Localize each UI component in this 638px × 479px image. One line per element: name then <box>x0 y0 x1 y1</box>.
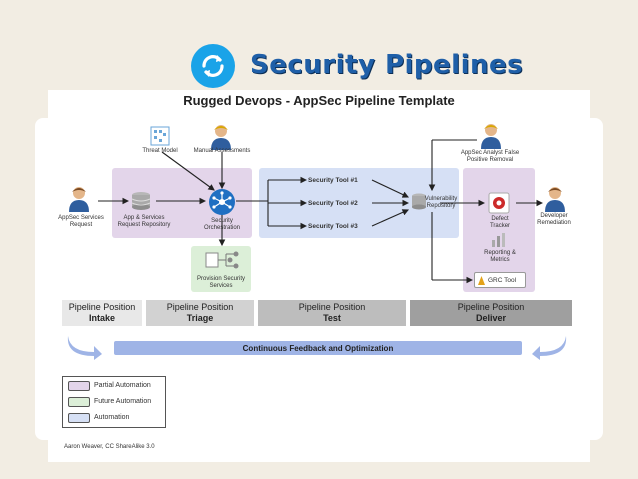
grc-icon <box>478 276 485 285</box>
analyst-label: AppSec Analyst False Positive Removal <box>460 150 520 163</box>
position-intake: Pipeline Position Intake <box>62 300 142 326</box>
defect-tracker-label: Defect Tracker <box>489 216 511 229</box>
appsec-request-label: AppSec Services Request <box>58 215 104 228</box>
reporting-chart-icon <box>492 233 505 247</box>
assessor-person-icon <box>211 125 231 150</box>
credit-text: Aaron Weaver, CC ShareAlike 3.0 <box>64 444 155 450</box>
feedback-bar <box>114 341 522 355</box>
orchestration-hub-icon <box>209 189 235 215</box>
security-orchestration-label: Security Orchestration <box>203 218 240 231</box>
provision-label: Provision Security Services <box>196 276 246 289</box>
developer-label: Developer Remediation <box>537 213 571 226</box>
defect-tracker-icon <box>488 192 510 214</box>
legend-partial-label: Partial Automation <box>94 382 151 389</box>
position-test: Pipeline Position Test <box>258 300 406 326</box>
analyst-person-icon <box>481 124 501 149</box>
position-deliver: Pipeline Position Deliver <box>410 300 572 326</box>
future-automation-zone-provision <box>191 246 251 292</box>
legend-automation-label: Automation <box>94 414 130 421</box>
sync-icon <box>191 44 235 88</box>
feedback-arrow-left-icon <box>67 336 102 360</box>
grc-tool-label: GRC Tool <box>488 277 517 284</box>
vulnerability-repo-label: Vulnerability Repository <box>424 196 458 209</box>
security-tool-3-label: Security Tool #3 <box>308 223 358 230</box>
grc-box <box>474 272 526 288</box>
reporting-label: Reporting & Metrics <box>484 250 516 263</box>
threat-model-label: Threat Model <box>142 148 178 154</box>
security-tool-1-label: Security Tool #1 <box>308 177 358 184</box>
diagram-title: Rugged Devops - AppSec Pipeline Template <box>183 93 455 108</box>
threat-model-icon <box>150 126 170 146</box>
legend-future-label: Future Automation <box>94 398 152 405</box>
security-tool-2-label: Security Tool #2 <box>308 200 358 207</box>
provision-icon <box>205 251 239 269</box>
vulnerability-db-icon <box>412 193 426 210</box>
database-icon <box>131 192 151 210</box>
slide-title: Security Pipelines <box>250 50 524 80</box>
feedback-label: Continuous Feedback and Optimization <box>242 344 394 353</box>
legend-automation-swatch <box>68 413 90 423</box>
developer-person-icon <box>545 187 565 212</box>
legend-future-swatch <box>68 397 90 407</box>
legend-partial-swatch <box>68 381 90 391</box>
partial-automation-zone-deliver <box>463 168 535 292</box>
position-triage: Pipeline Position Triage <box>146 300 254 326</box>
manual-assessments-label: Manual Assessments <box>193 148 251 154</box>
feedback-arrow-right-icon <box>532 336 567 360</box>
requester-person-icon <box>69 187 89 212</box>
app-repo-label: App & Services Request Repository <box>117 215 171 228</box>
